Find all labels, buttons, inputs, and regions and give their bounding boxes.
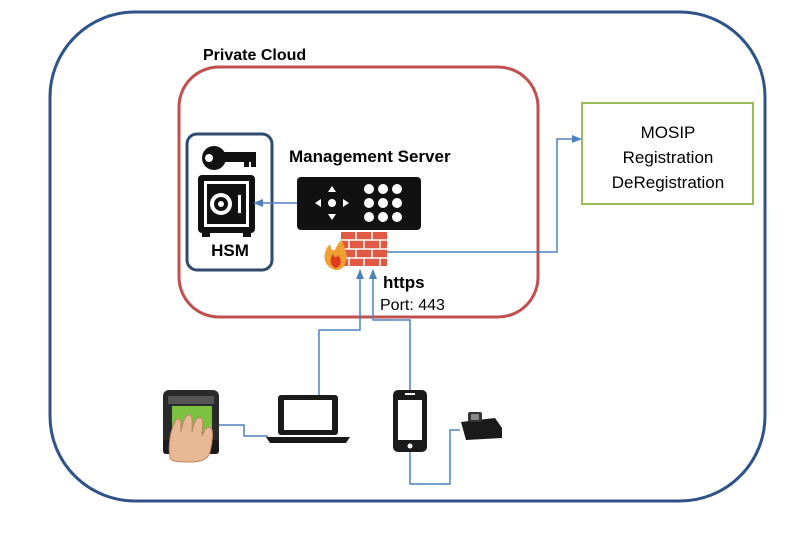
- port-label: Port: 443: [380, 297, 445, 314]
- phone-to-reader-connector: [409, 429, 460, 485]
- mosip-box: [581, 102, 754, 205]
- outer-boundary: [48, 10, 767, 503]
- scanner-to-laptop-connector: [218, 424, 268, 437]
- deregistration-line: DeRegistration: [611, 173, 725, 192]
- mosip-box-text: MOSIP Registration DeRegistration: [583, 120, 753, 195]
- safe-icon: [198, 175, 255, 237]
- hsm-label: HSM: [211, 241, 249, 260]
- fingerprint-scanner-icon: [163, 390, 219, 463]
- phone-to-firewall-connector: [369, 269, 411, 390]
- private-cloud-boundary: [177, 65, 540, 319]
- fingerprint-reader-icon: [461, 412, 502, 440]
- registration-line: Registration: [622, 148, 714, 167]
- management-server-label: Management Server: [289, 147, 451, 166]
- smartphone-icon: [393, 390, 427, 452]
- laptop-to-firewall-connector: [318, 269, 364, 395]
- firewall-icon: [324, 232, 387, 270]
- https-label: https: [383, 273, 425, 292]
- key-icon: [202, 146, 256, 170]
- private-cloud-label: Private Cloud: [203, 47, 307, 64]
- hsm-box: [185, 132, 274, 272]
- server-panel-icon: [297, 177, 421, 230]
- mosip-line: MOSIP: [640, 123, 696, 142]
- laptop-icon: [266, 395, 350, 443]
- firewall-to-mosip-connector: [387, 135, 582, 253]
